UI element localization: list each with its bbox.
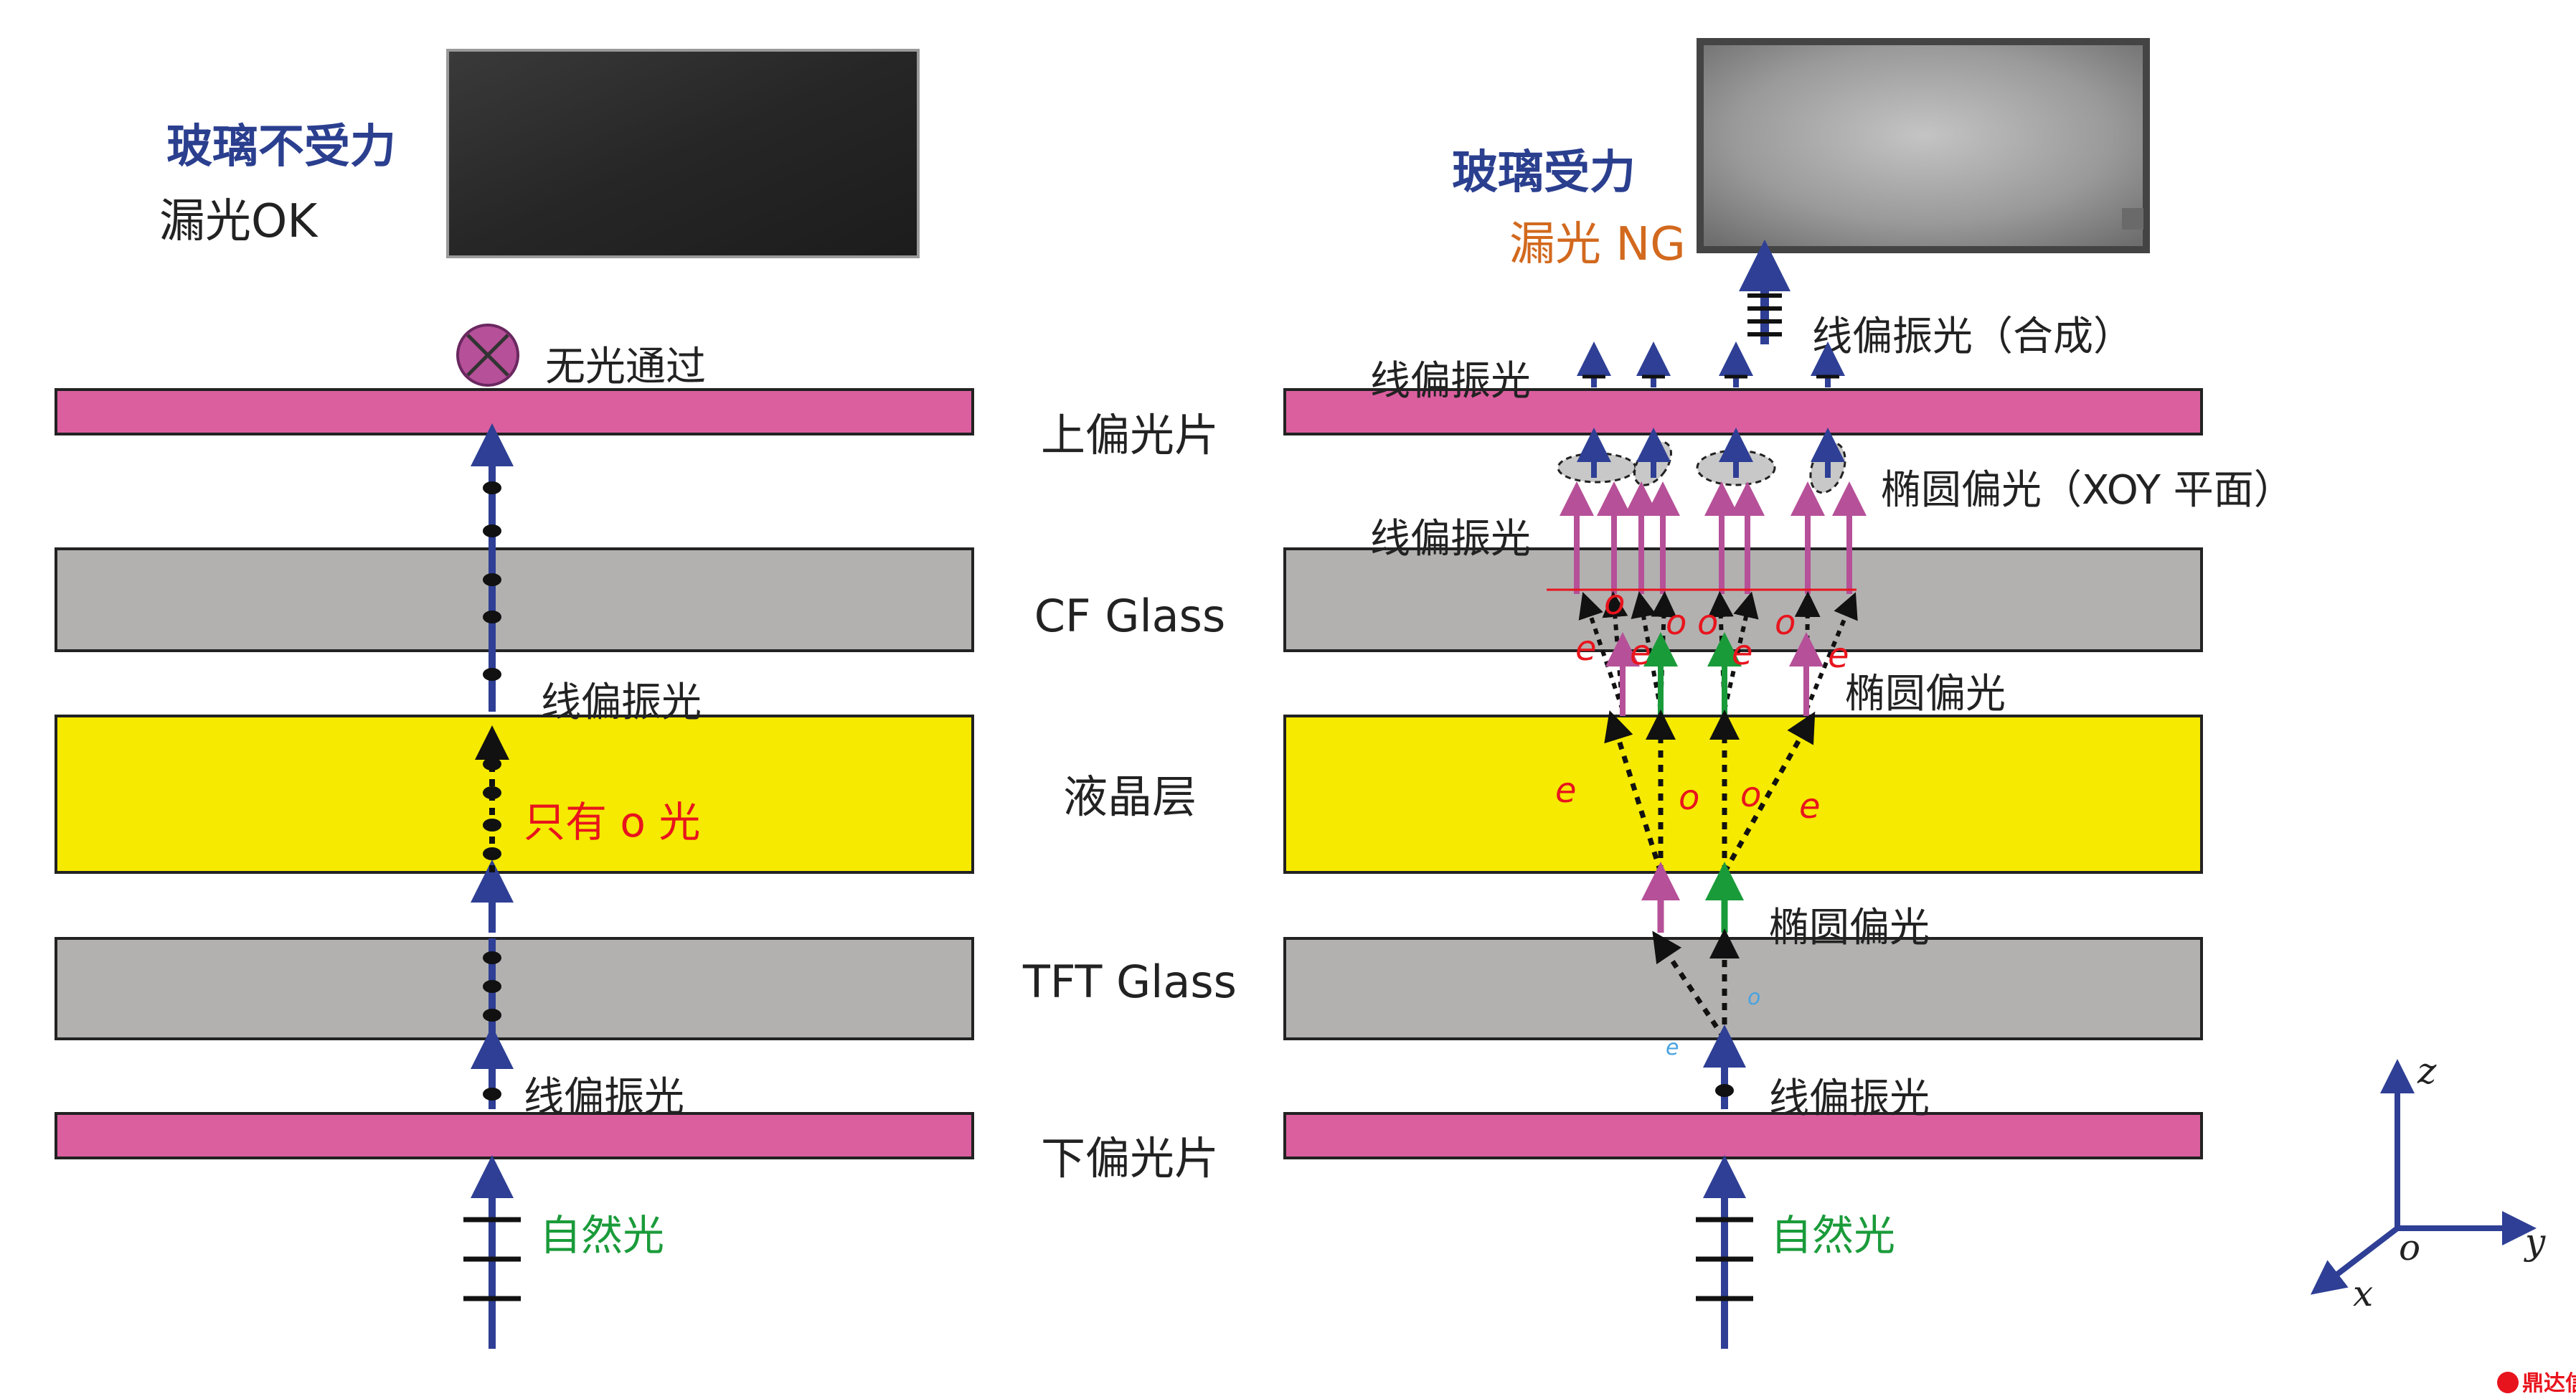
- screen-photo-ok: [446, 49, 920, 258]
- upper-polarizer-right: [1283, 388, 2203, 435]
- ray-label: o: [1666, 603, 1686, 643]
- right-ellipse-2: 椭圆偏光: [1769, 905, 1930, 951]
- ray-label: o: [1679, 778, 1699, 818]
- label-liquid-crystal: 液晶层: [1063, 771, 1197, 823]
- right-cf-splits: [1578, 591, 1858, 712]
- lower-polarizer-left: [55, 1112, 974, 1159]
- left-linear-pol-bottom: 线偏振光: [524, 1074, 684, 1121]
- watermark-text: 鼎达信: [2522, 1371, 2576, 1396]
- right-small-output-arrows: [1577, 341, 1845, 387]
- cf-glass-left: [55, 547, 974, 652]
- ray-label: e: [1732, 633, 1753, 673]
- right-ray-labels: e o o o o e e e e o o e o e: [1555, 583, 1849, 1060]
- liquid-crystal-left: [55, 715, 974, 874]
- screen-photo-ng: [1697, 38, 2150, 253]
- right-ellipse-1: 椭圆偏光: [1845, 671, 2006, 717]
- ray-label: o: [1740, 775, 1761, 815]
- left-only-o-label: 只有 o 光: [524, 798, 700, 847]
- left-heading: 玻璃不受力: [166, 121, 396, 174]
- axis-origin-label: o: [2399, 1227, 2420, 1268]
- right-status: 漏光 NG: [1509, 218, 1686, 271]
- axis-x-label: x: [2353, 1273, 2373, 1314]
- liquid-crystal-right: [1283, 715, 2203, 874]
- label-upper-polarizer: 上偏光片: [1041, 409, 1219, 461]
- right-ellipse-xoy: 椭圆偏光（XOY 平面）: [1881, 467, 2294, 514]
- ray-label: o: [1775, 603, 1796, 643]
- right-lc-splits: [1604, 710, 1816, 874]
- axis-y-label: y: [2524, 1221, 2546, 1263]
- ray-label: o: [1604, 583, 1625, 623]
- ray-label: e: [1575, 628, 1597, 669]
- layer-bars: [55, 388, 2203, 1159]
- right-tft-splits: [1652, 928, 1740, 1040]
- right-linear-pol-1: 线偏振光: [1370, 358, 1531, 405]
- right-linear-pol-combined: 线偏振光（合成）: [1812, 314, 2133, 360]
- right-ellipse-polarization: [1557, 428, 1846, 494]
- left-linear-pol-top: 线偏振光: [541, 679, 702, 726]
- ray-label: o: [1697, 603, 1718, 643]
- right-linear-pol-bottom: 线偏振光: [1769, 1075, 1930, 1122]
- ray-label: o: [1747, 985, 1760, 1010]
- tft-glass-left: [55, 937, 974, 1040]
- tft-glass-right: [1283, 937, 2203, 1040]
- no-light-icon: [456, 324, 519, 387]
- label-cf-glass: CF Glass: [1034, 590, 1226, 642]
- label-lower-polarizer: 下偏光片: [1041, 1132, 1219, 1184]
- ray-label: e: [1555, 771, 1577, 811]
- ray-label: e: [1666, 1035, 1679, 1060]
- lower-polarizer-right: [1283, 1112, 2203, 1159]
- right-heading: 玻璃受力: [1452, 146, 1636, 199]
- ray-label: e: [1799, 786, 1821, 826]
- ray-label: e: [1828, 636, 1849, 676]
- right-magenta-arrows-top: [1560, 481, 1867, 594]
- left-no-light-label: 无光通过: [545, 344, 706, 390]
- screen-photo-spot: [2122, 208, 2143, 230]
- ray-label: e: [1630, 633, 1651, 673]
- right-arrows-into-cf: [1605, 632, 1824, 716]
- coordinate-axes: [2310, 1059, 2537, 1295]
- right-linear-pol-2: 线偏振光: [1370, 516, 1531, 562]
- left-natural-light: 自然光: [539, 1211, 664, 1260]
- right-lower-path: [1696, 1024, 1753, 1349]
- right-output-arrow: [1739, 240, 1791, 344]
- left-status: 漏光OK: [159, 195, 319, 248]
- axis-z-label: z: [2417, 1050, 2437, 1092]
- upper-polarizer-left: [55, 388, 974, 435]
- right-natural-light: 自然光: [1770, 1211, 1895, 1260]
- watermark-logo: 鼎达信: [2497, 1371, 2576, 1396]
- right-arrows-into-lc: [1641, 862, 1744, 933]
- left-light-path: [463, 423, 521, 1349]
- label-tft-glass: TFT Glass: [1022, 956, 1237, 1008]
